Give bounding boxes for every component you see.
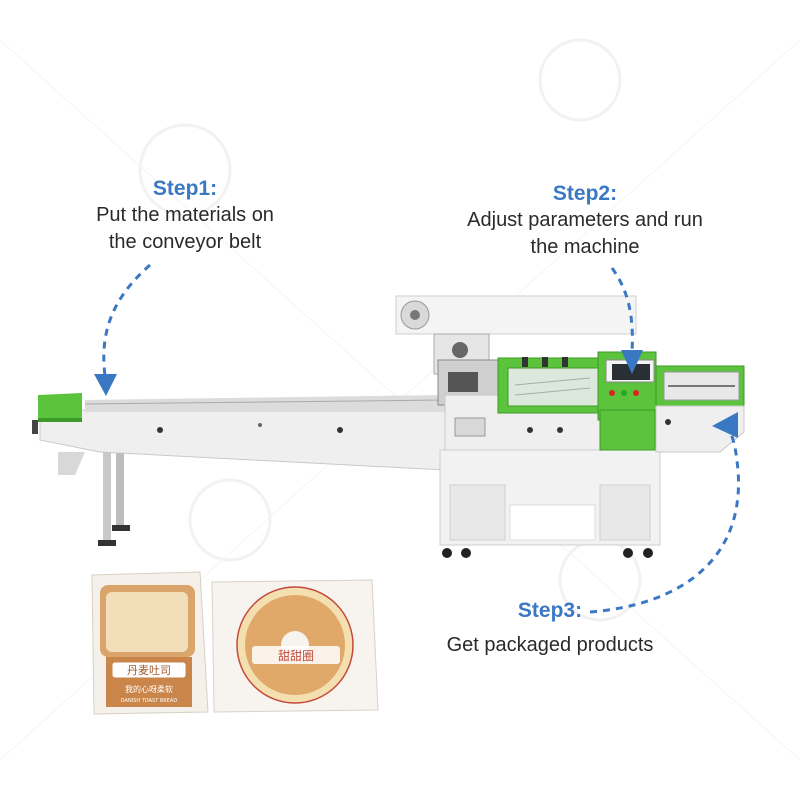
step2-line2: the machine xyxy=(530,236,640,258)
packaged-donut: 甜甜圈 xyxy=(211,579,379,713)
step1-line1: Put the materials on xyxy=(96,204,274,226)
main-body xyxy=(439,394,661,558)
touch-screen xyxy=(612,364,650,380)
bread-label: 丹麦吐司 xyxy=(127,664,171,677)
step2-arrowhead xyxy=(621,350,643,374)
step3-arrowhead xyxy=(712,412,738,438)
conveyor-belt xyxy=(32,393,446,471)
step3-arrow xyxy=(589,431,740,614)
film-holder xyxy=(395,295,637,406)
output-conveyor xyxy=(655,365,745,453)
step2-title: Step2: xyxy=(552,182,618,205)
left-leg xyxy=(58,450,130,546)
step1-arrow xyxy=(102,263,151,377)
bread-caption: DANISH TOAST BREAD xyxy=(121,698,178,704)
control-panel xyxy=(597,351,657,451)
packaged-bread: 丹麦吐司 我的心呀柔软 DANISH TOAST BREAD xyxy=(91,571,209,715)
step2-arrow xyxy=(610,267,634,353)
step1-line2: the conveyor belt xyxy=(108,231,262,253)
donut-label: 甜甜圈 xyxy=(278,649,314,663)
step2-block: Step2: Adjust parameters and run the mac… xyxy=(420,181,750,261)
step3-line1: Get packaged products xyxy=(446,634,654,656)
step1-title: Step1: xyxy=(152,177,218,200)
step1-arrowhead xyxy=(94,374,117,396)
bread-sub: 我的心呀柔软 xyxy=(125,684,173,694)
sealing-unit xyxy=(497,357,609,414)
step2-line1: Adjust parameters and run xyxy=(467,209,703,231)
step3-title: Step3: xyxy=(517,599,583,622)
step3-block: Step3: Get packaged products xyxy=(400,598,700,659)
step1-block: Step1: Put the materials on the conveyor… xyxy=(40,176,330,256)
